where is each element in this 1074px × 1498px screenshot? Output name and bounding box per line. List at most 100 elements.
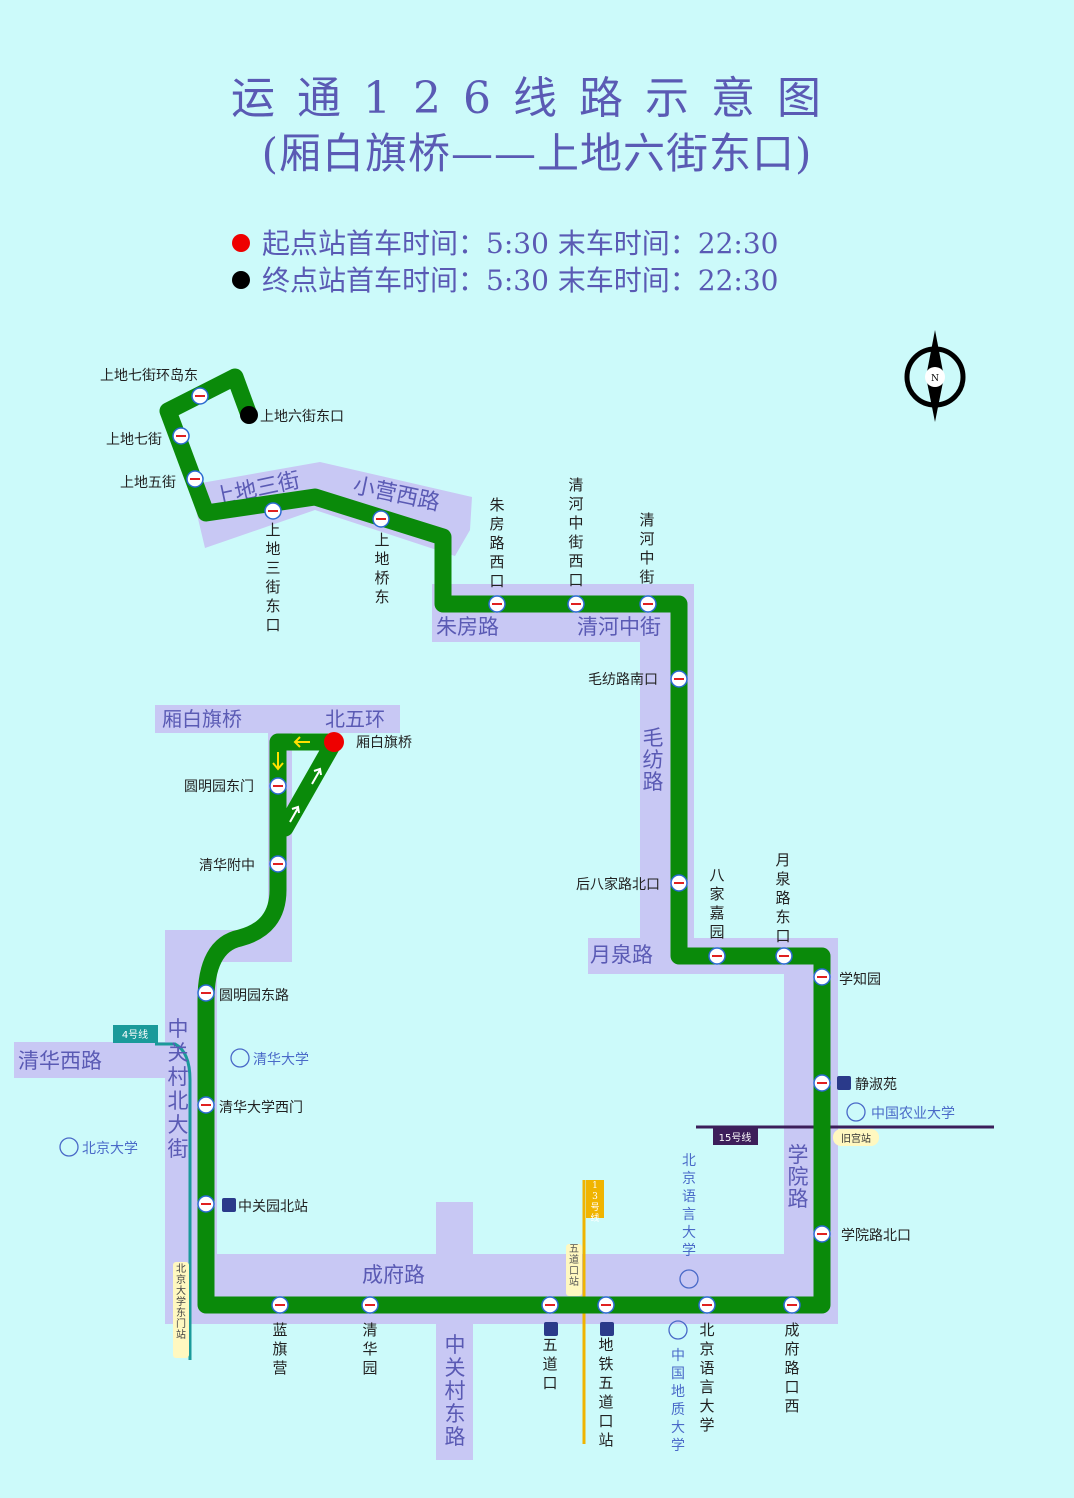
stop-label: 上地七街环岛东 <box>100 368 198 384</box>
line4-badge <box>113 1025 158 1043</box>
compass-icon: N <box>904 330 966 422</box>
bus-stop-marker <box>639 595 657 613</box>
subway-line-4 <box>155 1042 192 1360</box>
line15-badge <box>713 1128 758 1145</box>
line15-badge-text: 15号线 <box>719 1131 752 1144</box>
road-name-north5th: 北五环 <box>325 707 385 731</box>
jgz-station-box <box>833 1129 879 1146</box>
arrow-icon <box>272 752 284 771</box>
bus-stop-marker <box>271 1296 289 1314</box>
stop-label: 圆明园东路 <box>219 988 289 1004</box>
terminal-end-dot <box>240 406 258 424</box>
compass-needle <box>926 330 944 377</box>
bus-stop-marker <box>597 1296 615 1314</box>
vertical-label: 学院路 <box>788 1143 809 1211</box>
start-time-text: 起点站首车时间：5:30 末车时间：22:30 <box>262 227 779 260</box>
bus-stop-marker <box>361 1296 379 1314</box>
vertical-label: 清河中街西口 <box>568 476 583 589</box>
subway-icon <box>837 1076 851 1090</box>
stop-label: 圆明园东门 <box>184 779 254 795</box>
university-icon <box>846 1102 866 1122</box>
bus-stop-marker <box>813 1225 831 1243</box>
bus-stop-marker <box>670 874 688 892</box>
university-icon <box>59 1137 79 1157</box>
subway-icon <box>544 1322 558 1336</box>
pku-station-box <box>173 1262 189 1358</box>
university-icon <box>668 1320 688 1340</box>
bus-stop-marker <box>269 855 287 873</box>
vertical-label: 清河中街 <box>639 511 654 586</box>
bus-route-line <box>159 368 831 1314</box>
subway-icon <box>222 1198 236 1212</box>
stop-label: 上地五街 <box>120 475 176 491</box>
road-name-qinghezhongjie: 清河中街 <box>577 615 661 639</box>
road-band-qinghua-west <box>14 1042 192 1078</box>
vertical-label: 北京大学东门站 <box>176 1263 186 1341</box>
end-time-text: 终点站首车时间：5:30 末车时间：22:30 <box>262 264 779 297</box>
vertical-label: 月泉路东口 <box>775 851 790 945</box>
terminal-start-dot <box>324 732 344 752</box>
landmark-label: 北京大学 <box>82 1141 138 1157</box>
road-name-xiangbaiqi: 厢白旗桥 <box>162 707 242 731</box>
road-name-chengfu: 成府路 <box>362 1263 425 1287</box>
bus-stop-marker <box>813 968 831 986</box>
road-name-yuequan: 月泉路 <box>590 943 653 967</box>
loop-arrows <box>272 736 322 823</box>
wdk-station-box <box>566 1244 582 1296</box>
university-icon <box>230 1048 250 1068</box>
bus-stop-marker <box>708 947 726 965</box>
arrow-icon <box>293 736 310 748</box>
bus-stop-marker <box>191 387 209 405</box>
stop-label: 厢白旗桥 <box>356 735 412 751</box>
vertical-label: 上地三街东口 <box>265 521 280 634</box>
vertical-label: 五道口站 <box>569 1244 579 1288</box>
vertical-label: 清华园 <box>362 1321 377 1377</box>
vertical-label: 成府路口西 <box>784 1321 799 1415</box>
bus-stop-marker <box>186 470 204 488</box>
compass-needle <box>926 377 944 422</box>
road-name-qinghua-west: 清华西路 <box>18 1049 102 1073</box>
bus-stop-marker <box>698 1296 716 1314</box>
compass-label: N <box>931 374 939 384</box>
start-dot-icon <box>232 233 250 252</box>
stop-markers <box>172 387 831 1314</box>
vertical-label: 上地桥东 <box>374 531 389 606</box>
line4-badge-text: 4号线 <box>122 1028 148 1041</box>
bus-stop-marker <box>269 777 287 795</box>
start-time-row: 起点站首车时间：5:30 末车时间：22:30 <box>232 222 778 262</box>
vertical-label: 中关村东路 <box>445 1333 466 1449</box>
road-band-zgc-east <box>436 1202 473 1460</box>
vertical-labels: 上地三街东口上地桥东朱房路西口清河中街西口清河中街八家嘉园月泉路东口成府路口西北… <box>168 476 809 1454</box>
landmarks: 清华大学 北京大学 中国农业大学 <box>59 1048 955 1340</box>
arrow-icon <box>289 805 300 823</box>
stop-label: 清华大学西门 <box>219 1100 303 1116</box>
vertical-label: 中关村北大街 <box>168 1017 189 1161</box>
end-dot-icon <box>232 270 250 289</box>
stop-label: 上地六街东口 <box>260 409 344 425</box>
bus-stop-marker <box>372 510 390 528</box>
bus-stop-marker <box>813 1074 831 1092</box>
map-subtitle: (厢白旗桥——上地六街东口) <box>261 129 813 178</box>
stop-label: 中关园北站 <box>238 1199 308 1215</box>
stop-label: 学知园 <box>839 971 881 988</box>
vertical-label: 五道口 <box>542 1336 557 1392</box>
stop-label: 静淑苑 <box>855 1077 897 1093</box>
vertical-label: 地铁五道口站 <box>598 1336 613 1449</box>
road-name-zhufang: 朱房路 <box>436 615 499 639</box>
line13-badge <box>586 1180 604 1218</box>
vertical-label: 蓝旗营 <box>272 1321 287 1377</box>
landmark-label: 中国农业大学 <box>871 1106 955 1122</box>
landmark-label: 清华大学 <box>253 1052 309 1068</box>
compass-center <box>925 367 945 387</box>
vertical-label: 毛纺路 <box>643 726 664 794</box>
bus-stop-marker <box>775 947 793 965</box>
arrow-icon <box>311 767 322 785</box>
map-title: 运通126线路示意图 <box>231 73 843 124</box>
bus-stop-marker <box>541 1296 559 1314</box>
bus-stop-marker <box>264 502 282 520</box>
jgz-station-label: 旧宫站 <box>841 1132 871 1145</box>
stop-label: 上地七街 <box>106 432 162 448</box>
road-band-north5th <box>155 705 400 733</box>
